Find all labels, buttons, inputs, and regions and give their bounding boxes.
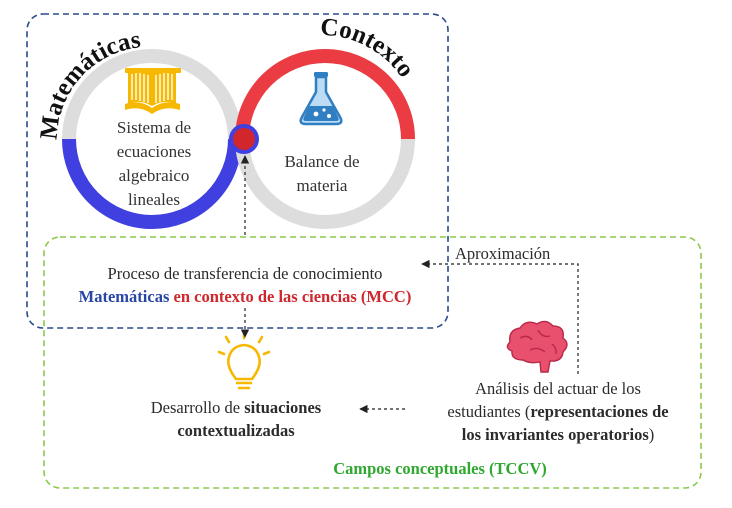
junction-node xyxy=(229,124,259,154)
transfer-block: Proceso de transferencia de conocimiento… xyxy=(48,262,442,308)
left-ring-line: Sistema de xyxy=(116,118,192,137)
desarrollo-plain: Desarrollo de xyxy=(150,398,245,417)
flask-icon xyxy=(299,72,343,126)
analisis-bold1: representaciones de xyxy=(530,402,669,421)
analisis-line2: estudiantes (representaciones de xyxy=(408,400,708,423)
analisis-line1: Análisis del actuar de los xyxy=(475,379,641,398)
analisis-plain: estudiantes ( xyxy=(447,402,531,421)
brain-icon xyxy=(506,320,568,373)
analisis-line3: los invariantes operatorios) xyxy=(408,423,708,446)
analisis-block: Análisis del actuar de los estudiantes (… xyxy=(408,377,708,446)
tccv-frame xyxy=(43,236,702,489)
analisis-close: ) xyxy=(648,425,655,444)
analisis-bold2: los invariantes operatorios xyxy=(461,425,649,444)
transfer-matematicas: Matemáticas xyxy=(78,287,170,306)
book-icon xyxy=(125,68,181,114)
aproximacion-label: Aproximación xyxy=(455,244,551,263)
transfer-line2: Matemáticas en contexto de las ciencias … xyxy=(48,285,442,308)
left-ring-line: lineales xyxy=(128,190,180,209)
right-ring-line: materia xyxy=(296,176,348,195)
arrow-aproximacion xyxy=(421,259,579,374)
lightbulb-icon xyxy=(217,330,271,390)
right-ring-text: Balance de materia xyxy=(262,150,382,198)
transfer-line1: Proceso de transferencia de conocimiento xyxy=(107,264,383,283)
left-ring-line: algebraico xyxy=(118,166,190,185)
left-ring-line: ecuaciones xyxy=(116,142,192,161)
mcc-frame xyxy=(26,13,449,329)
desarrollo-block: Desarrollo de situaciones contextualizad… xyxy=(112,396,360,442)
transfer-contexto: en contexto de las ciencias (MCC) xyxy=(173,287,412,306)
desarrollo-line2: contextualizadas xyxy=(177,421,295,440)
left-ring-text: Sistema de ecuaciones algebraico lineale… xyxy=(92,116,216,212)
desarrollo-line1: Desarrollo de situaciones xyxy=(112,396,360,419)
right-ring-line: Balance de xyxy=(284,152,360,171)
desarrollo-bold1: situaciones xyxy=(244,398,322,417)
campos-label: Campos conceptuales (TCCV) xyxy=(333,459,547,478)
